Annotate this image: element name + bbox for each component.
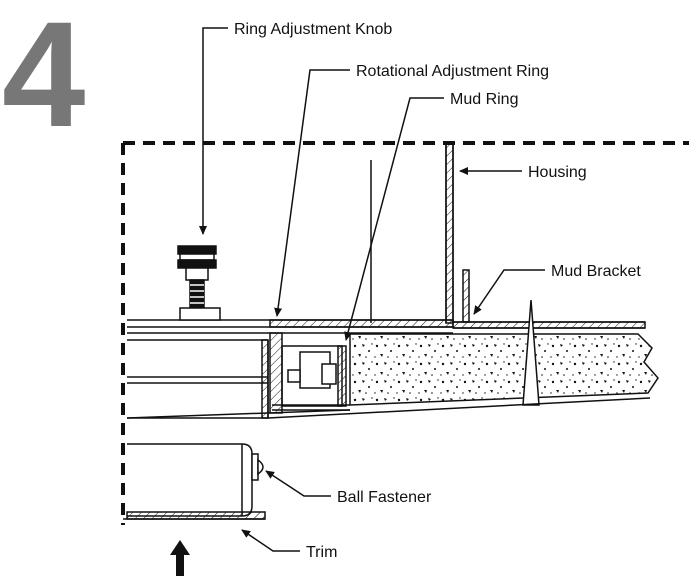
concrete [349,333,659,406]
mud-ring [269,332,350,414]
trim-label: Trim [306,544,337,561]
bottom-line [126,397,651,419]
housing [370,142,454,324]
housing-label: Housing [528,164,587,181]
ceiling-outline [121,141,689,525]
bracket-stake [522,299,540,406]
push-up-arrow [170,540,190,576]
ball-fastener [251,453,264,481]
step-number: 4 [2,0,85,158]
trim [123,443,266,520]
trim-body [127,339,269,419]
mud-bracket-label: Mud Bracket [551,263,641,280]
ring-adjustment-knob-label: Ring Adjustment Knob [234,21,392,38]
ball-fastener-label: Ball Fastener [337,489,432,506]
leader-lines [199,27,545,552]
mud-ring-label: Mud Ring [450,91,518,108]
ring-adjustment-knob [177,245,221,321]
rotational-adjustment-ring-label: Rotational Adjustment Ring [356,63,549,80]
top-plate [127,319,454,334]
